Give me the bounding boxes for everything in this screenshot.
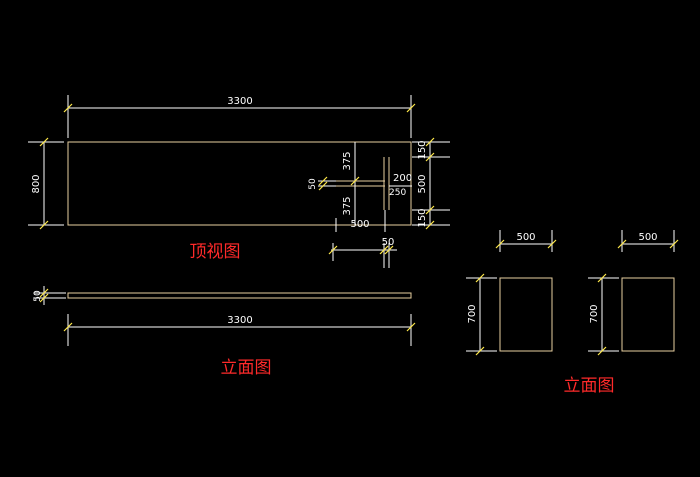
top-view-slab-outline (67, 141, 412, 226)
dimension-3300-bottom: 3300 (63, 314, 416, 346)
dim-label-leg-right-width: 500 (638, 232, 657, 243)
leg-right-outline (621, 277, 675, 352)
dim-label-total-length: 3300 (227, 96, 252, 107)
dim-label-inner-length: 500 (350, 219, 369, 230)
dim-label-detail-width: 50 (382, 237, 395, 248)
dimension-50-bar: 50 (308, 176, 336, 191)
dimension-50-thickness: 50 (33, 286, 66, 305)
dimension-leg-right-width: 500 (617, 230, 679, 252)
top-view-title: 顶视图 (190, 242, 241, 262)
dim-label-leg-right-height: 700 (589, 304, 600, 323)
dimension-3300-top: 3300 (63, 95, 416, 138)
dimension-leg-right-height: 700 (588, 273, 619, 356)
dim-label-bar-thickness: 50 (308, 178, 318, 190)
dim-label-upper-gap: 375 (342, 151, 353, 170)
dim-label-right-top: 150 (417, 140, 428, 159)
elevation-legs: 500 700 500 700 立面图 (466, 230, 679, 396)
elevation-board: 50 3300 立面图 (33, 286, 416, 378)
elevation-board-outline (67, 292, 412, 299)
dim-label-board-thickness: 50 (33, 290, 43, 302)
dim-label-lower-gap: 375 (342, 196, 353, 215)
dim-label-right-mid: 500 (417, 174, 428, 193)
dimension-375-pair: 375 375 (342, 142, 360, 225)
elevation-board-title: 立面图 (221, 358, 272, 378)
dim-label-leg-left-height: 700 (467, 304, 478, 323)
dimension-leg-left-width: 500 (495, 230, 557, 252)
dimension-right-chain: 150 500 150 (412, 137, 450, 230)
dim-label-bracket-width: 200 (393, 173, 412, 184)
top-view: 3300 800 375 375 50 200 250 (28, 95, 450, 268)
elevation-legs-title: 立面图 (564, 376, 615, 396)
dim-label-right-bottom: 150 (417, 208, 428, 227)
dim-label-leg-left-width: 500 (516, 232, 535, 243)
dimension-500-inner: 500 (335, 210, 386, 232)
dimension-50-detail: 50 (328, 237, 397, 268)
dim-label-depth: 800 (31, 174, 42, 193)
dim-label-bracket-offset: 250 (389, 188, 406, 198)
dimension-800-left: 800 (28, 137, 64, 230)
leg-left-outline (499, 277, 553, 352)
dim-label-board-length: 3300 (227, 315, 252, 326)
dimension-leg-left-height: 700 (466, 273, 497, 356)
